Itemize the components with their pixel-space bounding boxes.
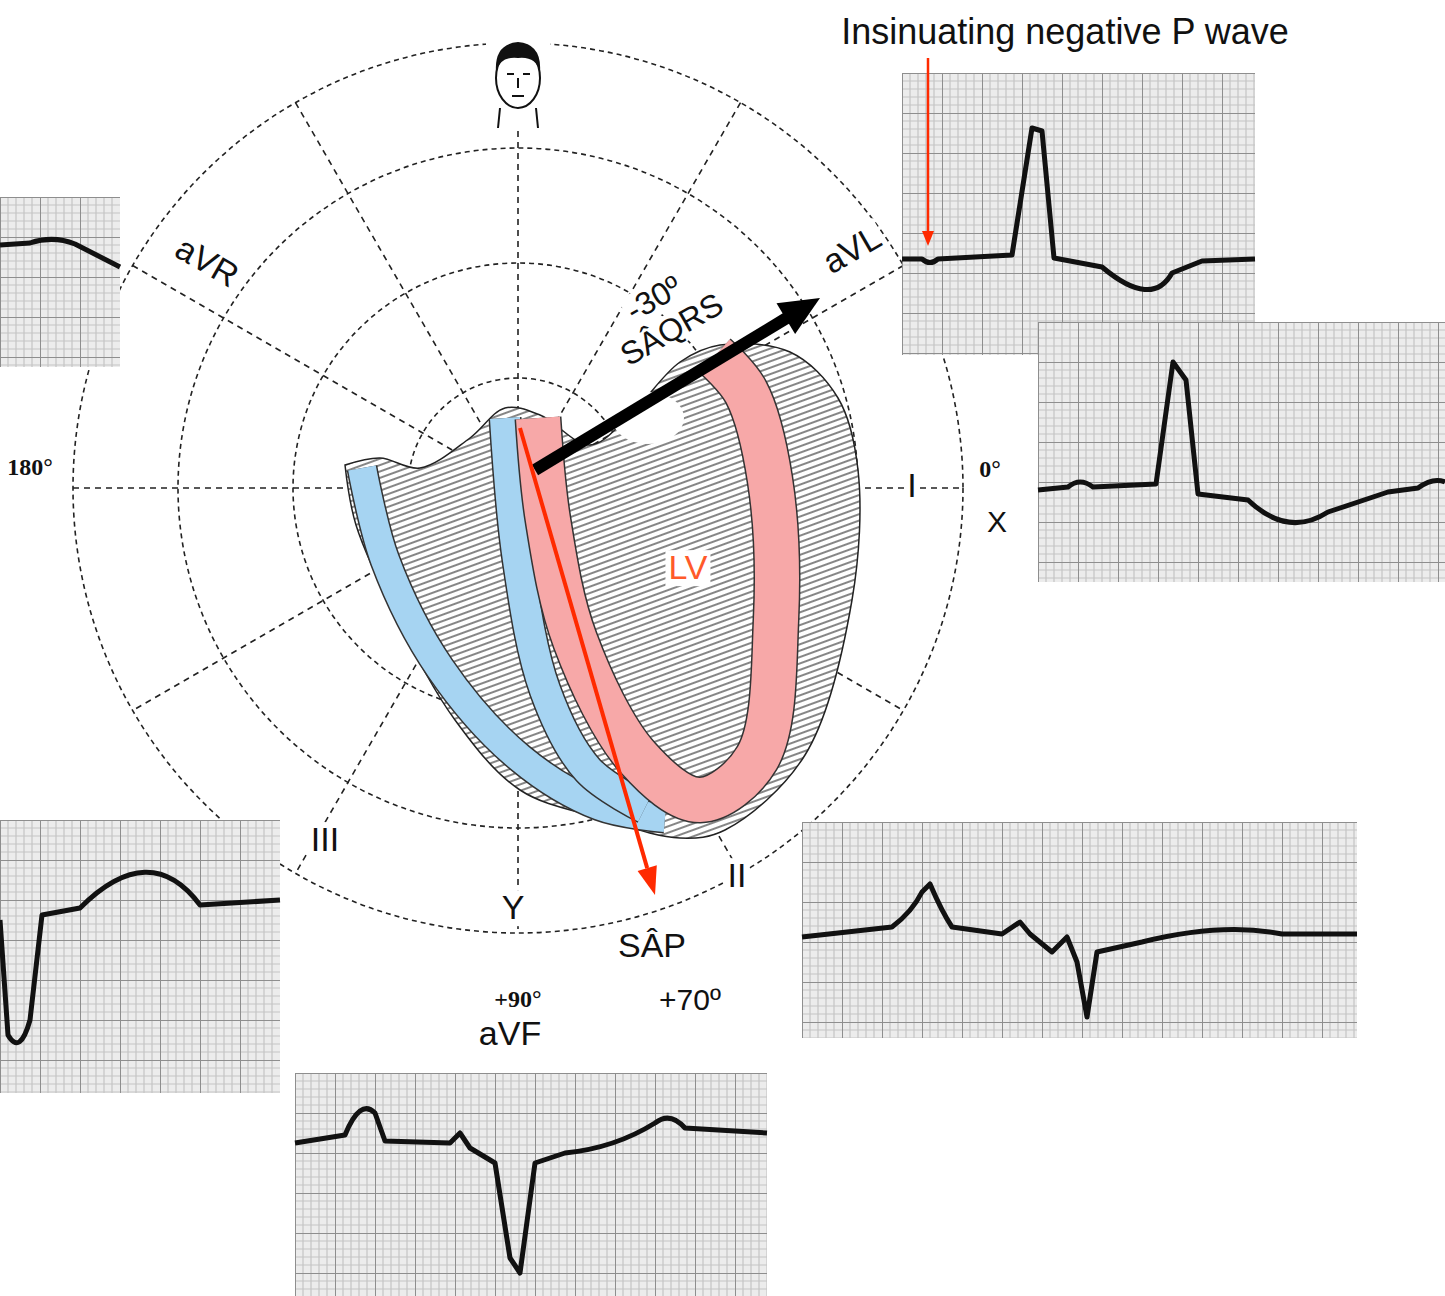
axis-circle [73,43,963,933]
annotation-text: Insinuating negative P wave [838,13,1292,51]
ecg-lead-i-strip [1038,322,1445,582]
lv-wall-border [538,356,777,800]
ecg-trace [802,884,1357,1017]
ecg-trace [902,128,1255,290]
ecg-grid [802,822,1357,1038]
hair [496,42,540,72]
leader-line [927,58,930,233]
ecg-grid [902,73,1255,355]
lead-name: aVL [814,218,889,282]
ecg-avr-strip [0,197,120,367]
head-ground [486,28,550,126]
angle-value: +70º [656,984,724,1016]
arrow-head [638,865,657,895]
leader-head [922,231,934,246]
p-axis-arrow [520,428,657,895]
ecg-trace [295,1109,767,1273]
head-icon [486,28,550,128]
lv-wall [538,356,777,800]
axis-letter: Y [499,890,528,926]
ecg-grid [1038,322,1445,582]
axis-name: SÂP [615,928,689,964]
axis-spokes [73,43,963,933]
axis-letter: X [984,506,1010,538]
ecg-grid [0,197,120,367]
chamber-name: LV [665,550,710,586]
ecg-trace [0,872,280,1043]
angle-value: +90° [491,987,544,1012]
ecg-lead-iii-strip [0,820,280,1093]
lead-name: II [725,858,750,894]
angle-value: 0° [976,457,1004,482]
axis-circles [73,43,963,933]
arrow-shaft [520,428,647,868]
arrow-head [777,298,821,334]
angle-value: 180° [4,455,56,480]
heart-outline [345,343,860,838]
neck [498,108,538,128]
lead-name: III [308,822,342,858]
ecg-avl-strip [902,73,1255,355]
lead-name: aVR [167,229,247,296]
ecg-trace [1038,362,1445,523]
facial-features [507,74,530,96]
ecg-grid [295,1073,767,1296]
ecg-trace [0,239,120,267]
p-wave-leader [922,58,934,246]
lead-name: aVF [476,1016,544,1052]
ecg-grid [0,820,280,1093]
ecg-lead-ii-strip [802,822,1357,1038]
ecg-avf-strip [295,1073,767,1296]
lead-name: I [904,468,919,504]
heart-illustration [345,343,860,838]
